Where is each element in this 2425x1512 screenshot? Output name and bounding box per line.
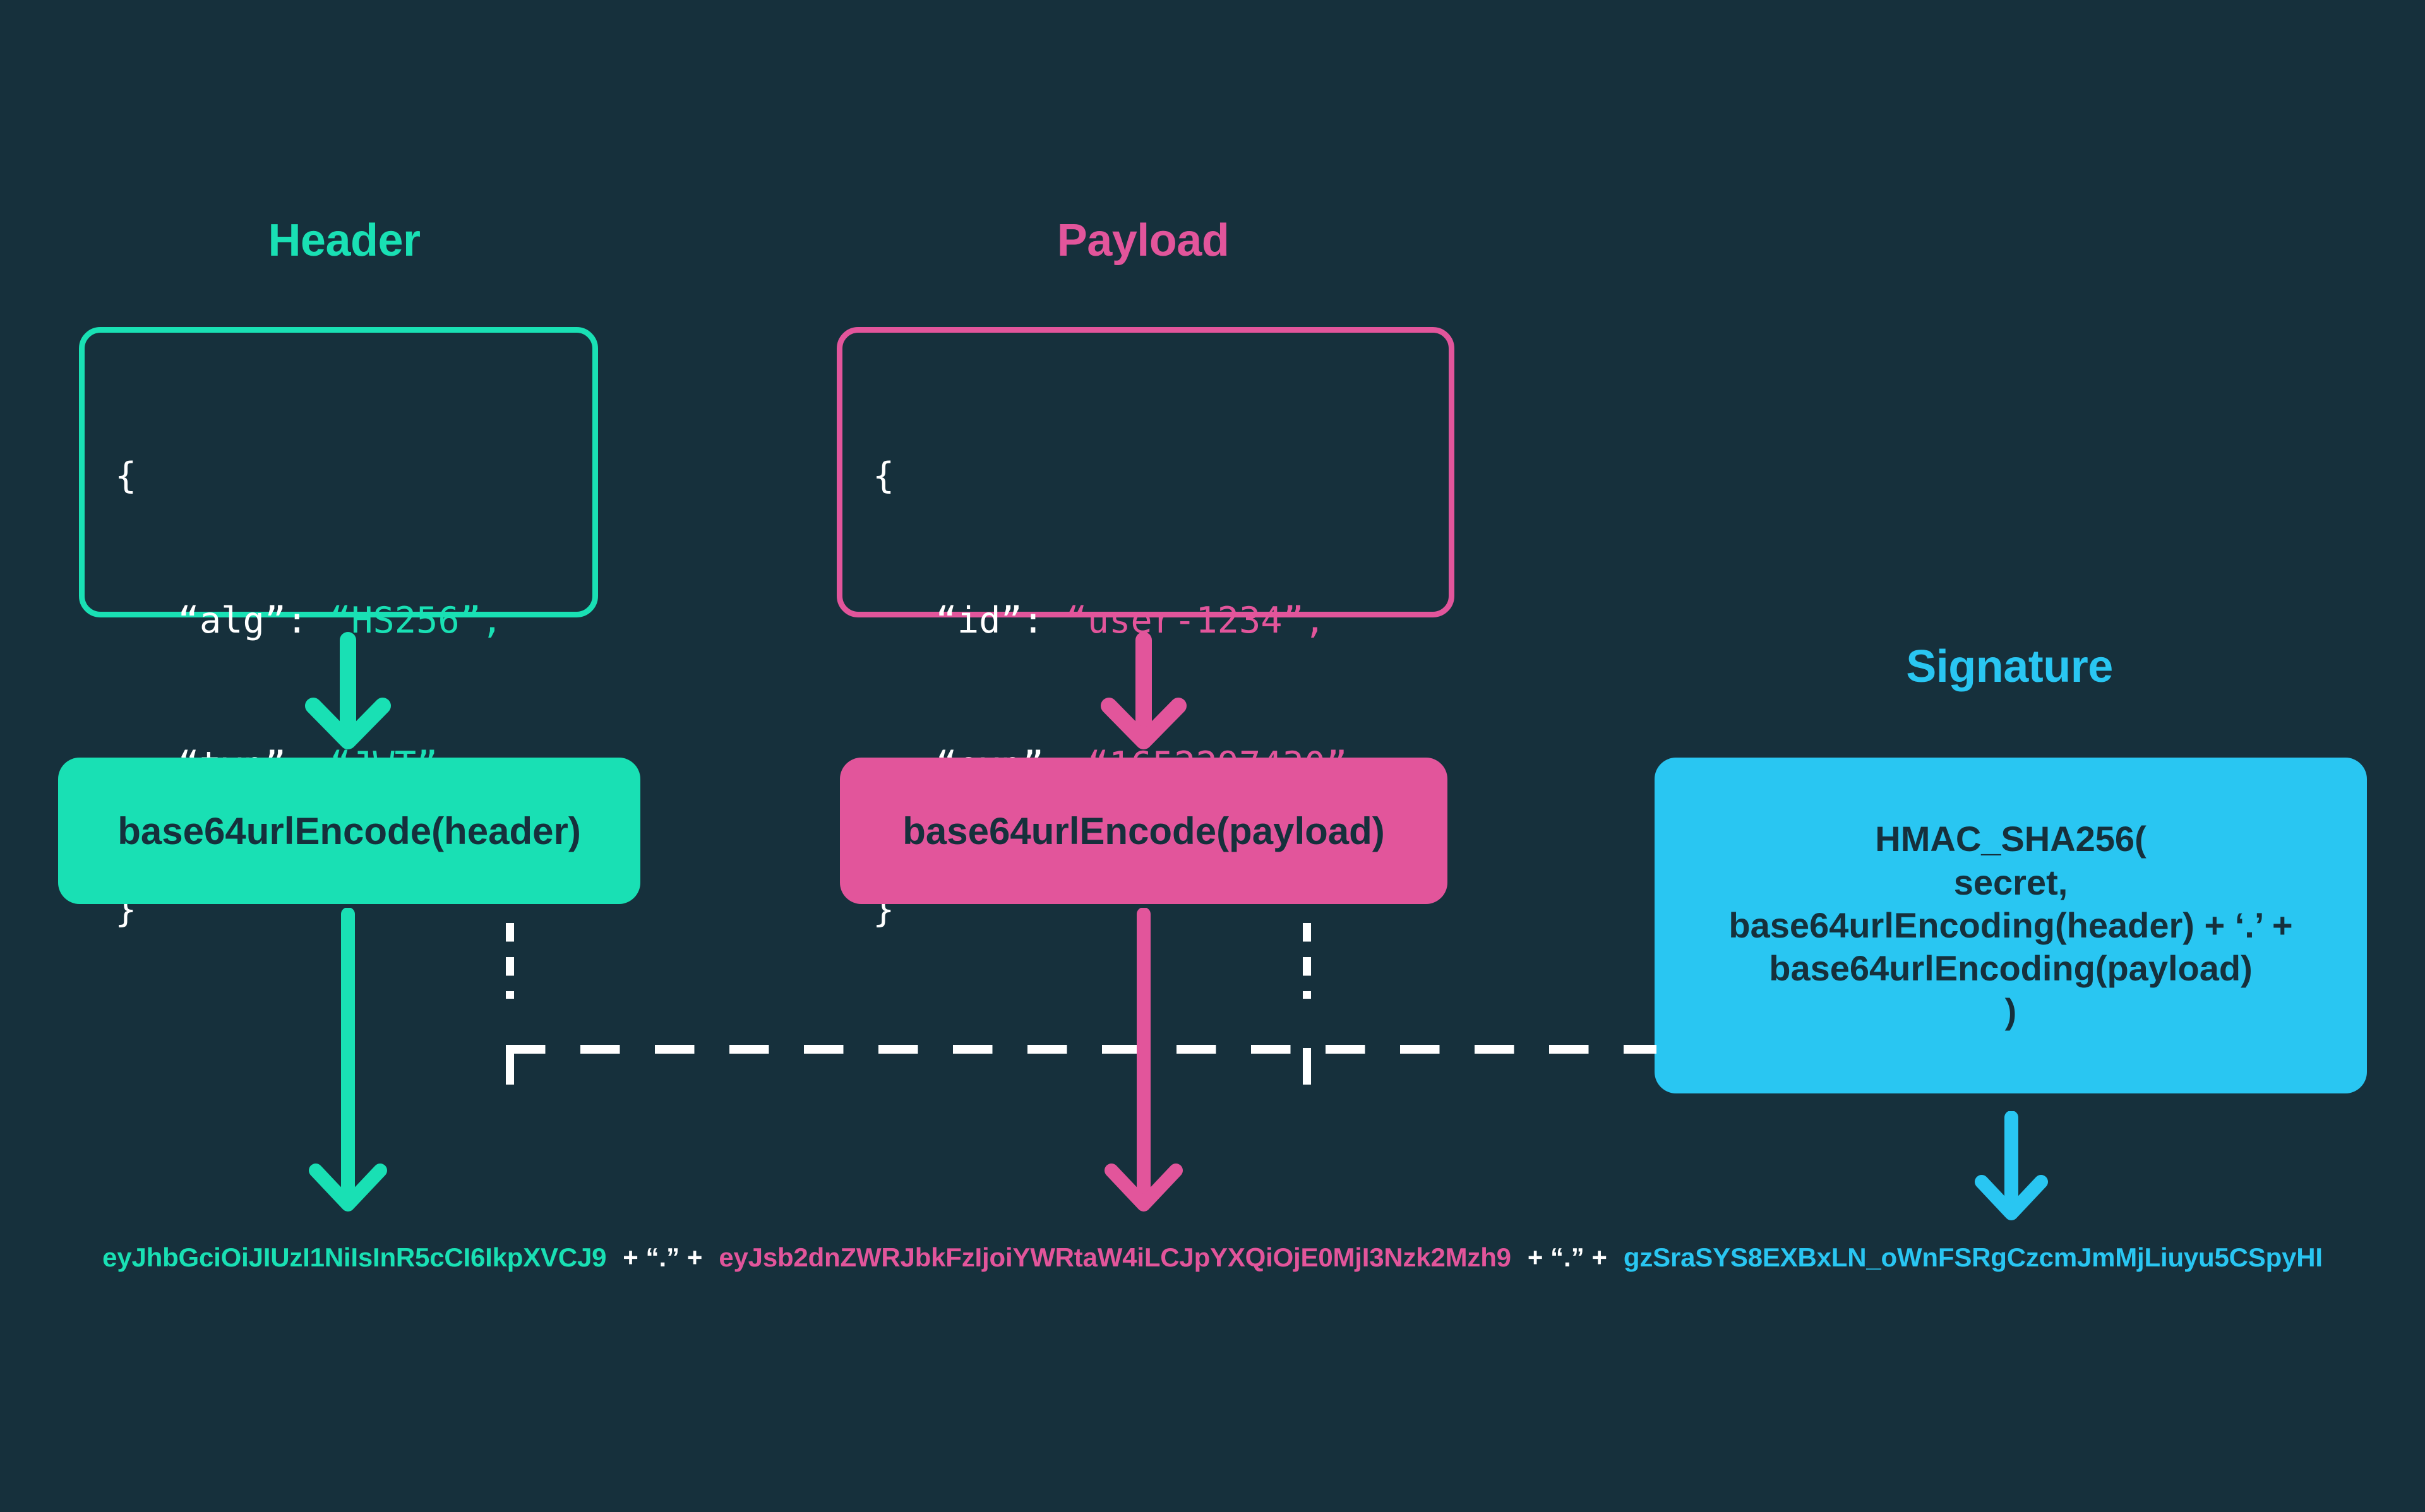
signature-formula-line-4: base64urlEncoding(payload) (1769, 948, 2253, 989)
dashed-connector-corner-header (506, 1048, 514, 1085)
payload-json-box: { “id”: “user-1234”, “exp”: “1652297430”… (837, 327, 1454, 931)
header-column-title: Header (268, 215, 421, 266)
arrow-down-icon (1105, 908, 1183, 1211)
signature-formula-line-5: ) (2004, 991, 2017, 1032)
payload-json-value-id: “user-1234”, (1065, 599, 1326, 641)
base64url-encode-header-button[interactable]: base64urlEncode(header) (58, 758, 640, 904)
token-header-segment: eyJhbGciOiJIUzI1NiIsInR5cCI6IkpXVCJ9 (102, 1242, 607, 1272)
dashed-connector-stub-header (506, 923, 514, 999)
signature-formula-box[interactable]: HMAC_SHA256( secret, base64urlEncoding(h… (1655, 758, 2367, 1093)
arrow-down-icon (1101, 632, 1187, 749)
dashed-connector-horizontal (506, 1045, 1656, 1054)
payload-column-title: Payload (1057, 215, 1230, 266)
arrow-down-icon (1975, 1111, 2048, 1220)
dashed-connector-corner-payload (1303, 1048, 1311, 1085)
payload-json-open-brace: { (873, 455, 895, 497)
token-signature-segment: gzSraSYS8EXBxLN_oWnFSRgCzcmJmMjLiuyu5CSp… (1623, 1242, 2323, 1272)
header-json-box: { “alg”: “HS256”, “typ”: “JWT” } (79, 327, 598, 931)
payload-json-row-id: “id”: “user-1234”, (873, 597, 1423, 645)
signature-column-title: Signature (1906, 641, 2113, 692)
token-payload-segment: eyJsb2dnZWRJbkFzIjoiYWRtaW4iLCJpYXQiOjE0… (719, 1242, 1511, 1272)
dashed-connector-stub-payload (1303, 923, 1311, 999)
arrow-down-icon (309, 908, 387, 1211)
header-json-open-brace: { (115, 455, 137, 497)
header-json-key-alg: “alg”: (177, 599, 308, 641)
signature-formula-line-3: base64urlEncoding(header) + ‘.’ + (1728, 905, 2293, 945)
payload-json-key-id: “id”: (935, 599, 1045, 641)
header-json-value-alg: “HS256”, (329, 599, 503, 641)
arrow-down-icon (305, 632, 391, 749)
token-joiner-first: + “.” + (623, 1242, 703, 1272)
jwt-token-row: eyJhbGciOiJIUzI1NiIsInR5cCI6IkpXVCJ9 + “… (0, 1242, 2425, 1273)
header-json-row-alg: “alg”: “HS256”, (115, 597, 567, 645)
token-joiner-second: + “.” + (1527, 1242, 1607, 1272)
signature-formula-line-1: HMAC_SHA256( (1875, 819, 2147, 859)
signature-formula-line-2: secret, (1953, 862, 2068, 902)
base64url-encode-payload-button[interactable]: base64urlEncode(payload) (840, 758, 1447, 904)
